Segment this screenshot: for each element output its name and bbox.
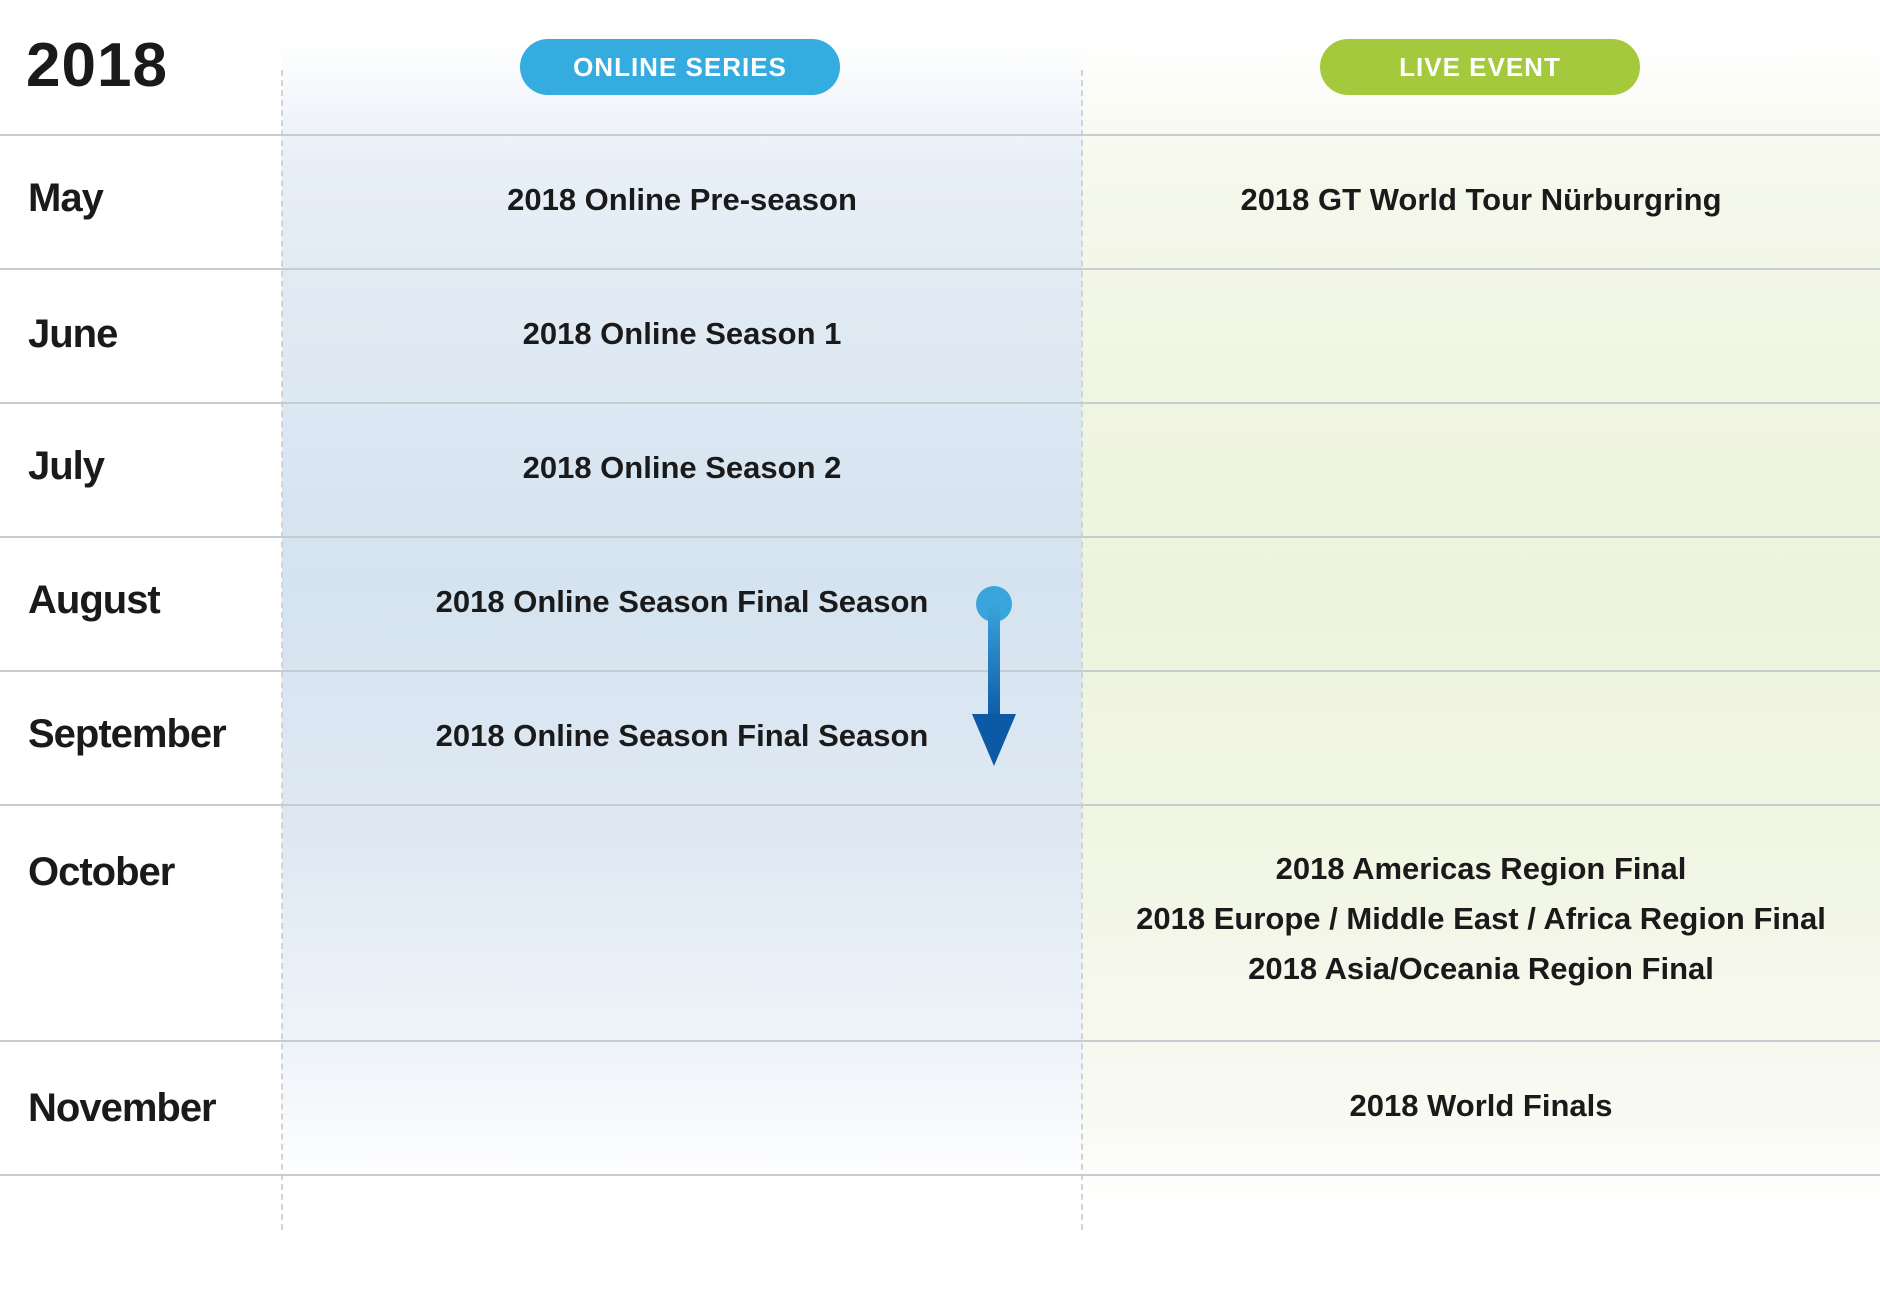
month-label: November: [28, 1086, 217, 1130]
live-event-column-band: [1082, 40, 1880, 1230]
row-divider: [0, 804, 1880, 806]
online-event: 2018 Online Season Final Season: [435, 584, 929, 619]
live-event: 2018 GT World Tour Nürburgring: [1240, 182, 1722, 217]
live-event: 2018 Europe / Middle East / Africa Regio…: [1136, 901, 1826, 936]
month-label: May: [28, 176, 104, 220]
online-event: 2018 Online Season Final Season: [435, 718, 929, 753]
row-divider: [0, 1040, 1880, 1042]
online-event: 2018 Online Pre-season: [507, 182, 857, 217]
month-label: September: [28, 712, 227, 756]
column-divider: [281, 70, 283, 1230]
row-divider: [0, 268, 1880, 270]
live-event: 2018 Americas Region Final: [1275, 851, 1687, 886]
column-divider: [1081, 70, 1083, 1230]
live-event-group: 2018 Americas Region Final 2018 Europe /…: [1082, 844, 1880, 994]
month-label: October: [28, 850, 175, 894]
month-label: July: [28, 444, 105, 488]
month-label: August: [28, 578, 161, 622]
online-series-column-band: [282, 40, 1082, 1230]
live-event-badge: LIVE EVENT: [1320, 39, 1640, 95]
row-divider: [0, 1174, 1880, 1176]
row-divider: [0, 402, 1880, 404]
live-event: 2018 Asia/Oceania Region Final: [1248, 951, 1714, 986]
row-divider: [0, 536, 1880, 538]
live-event: 2018 World Finals: [1349, 1088, 1613, 1123]
continuation-arrow-icon: [972, 586, 1016, 766]
year-title: 2018: [26, 31, 168, 100]
row-divider: [0, 670, 1880, 672]
online-series-badge: ONLINE SERIES: [520, 39, 840, 95]
row-divider: [0, 134, 1880, 136]
online-event: 2018 Online Season 2: [522, 450, 842, 485]
online-event: 2018 Online Season 1: [522, 316, 842, 351]
month-label: June: [28, 312, 118, 356]
